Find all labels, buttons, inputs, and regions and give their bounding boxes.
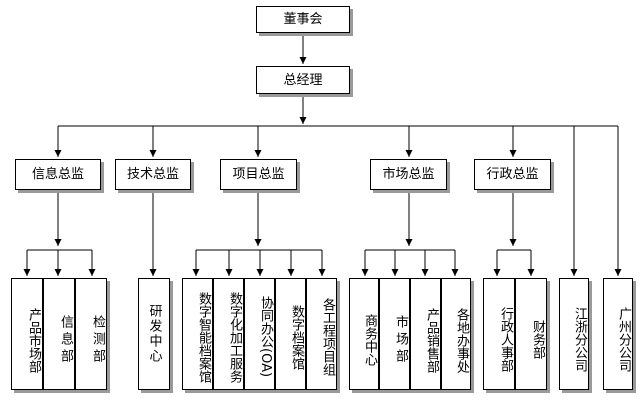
info-dept-node: 信息部: [43, 278, 75, 390]
gm-label: 总经理: [283, 72, 323, 88]
gm-node: 总经理: [256, 66, 350, 94]
collab-office-label: 协同办公(OA): [258, 296, 273, 378]
digital-archive-node: 数字档案馆: [275, 278, 306, 390]
info-director-node: 信息总监: [15, 159, 101, 190]
guangzhou-branch-node: 广州分公司: [603, 278, 633, 390]
jiangzhe-branch-label: 江浙分公司: [572, 306, 587, 372]
project-director-node: 项目总监: [220, 159, 297, 190]
market-director-node: 市场总监: [370, 159, 447, 190]
board-node: 董事会: [256, 6, 350, 33]
collab-office-node: 协同办公(OA): [244, 278, 275, 390]
digital-processing-node: 数字化加工服务: [213, 278, 244, 390]
info-dept-label: 信息部: [58, 314, 73, 366]
regional-offices-node: 各地办事处: [441, 278, 471, 390]
market-dept-node: 市场部: [379, 278, 410, 390]
business-center-label: 商务中心: [362, 314, 377, 366]
tech-director-node: 技术总监: [115, 159, 191, 190]
market-director-label: 市场总监: [382, 167, 435, 182]
digital-archive-label: 数字档案馆: [289, 304, 304, 370]
guangzhou-branch-label: 广州分公司: [616, 306, 631, 372]
hr-dept-node: 行政人事部: [483, 278, 515, 390]
inspection-dept-node: 检测部: [75, 278, 107, 390]
board-label: 董事会: [283, 12, 323, 27]
business-center-node: 商务中心: [349, 278, 379, 390]
admin-director-node: 行政总监: [474, 159, 551, 190]
jiangzhe-branch-node: 江浙分公司: [559, 278, 589, 390]
product-sales-dept-label: 产品销售部: [424, 307, 439, 373]
regional-offices-label: 各地办事处: [454, 307, 469, 373]
product-sales-dept-node: 产品销售部: [410, 278, 441, 390]
engineering-groups-label: 各工程项目组: [320, 298, 335, 376]
rd-center-node: 研发中心: [138, 278, 170, 390]
tech-director-label: 技术总监: [126, 167, 179, 182]
inspection-dept-label: 检测部: [90, 314, 105, 366]
info-director-label: 信息总监: [31, 167, 84, 182]
product-market-dept-label: 产品市场部: [26, 307, 41, 373]
product-market-dept-node: 产品市场部: [11, 278, 43, 390]
digital-archive-smart-label: 数字智能档案馆: [196, 291, 211, 383]
engineering-groups-node: 各工程项目组: [306, 278, 337, 390]
market-dept-label: 市场部: [393, 314, 408, 366]
admin-director-label: 行政总监: [486, 167, 539, 182]
digital-processing-label: 数字化加工服务: [227, 291, 242, 383]
finance-dept-node: 财务部: [515, 278, 547, 390]
finance-dept-label: 财务部: [530, 319, 545, 359]
project-director-label: 项目总监: [232, 167, 285, 182]
rd-center-label: 研发中心: [146, 304, 162, 364]
digital-archive-smart-node: 数字智能档案馆: [182, 278, 213, 390]
hr-dept-label: 行政人事部: [498, 306, 513, 372]
